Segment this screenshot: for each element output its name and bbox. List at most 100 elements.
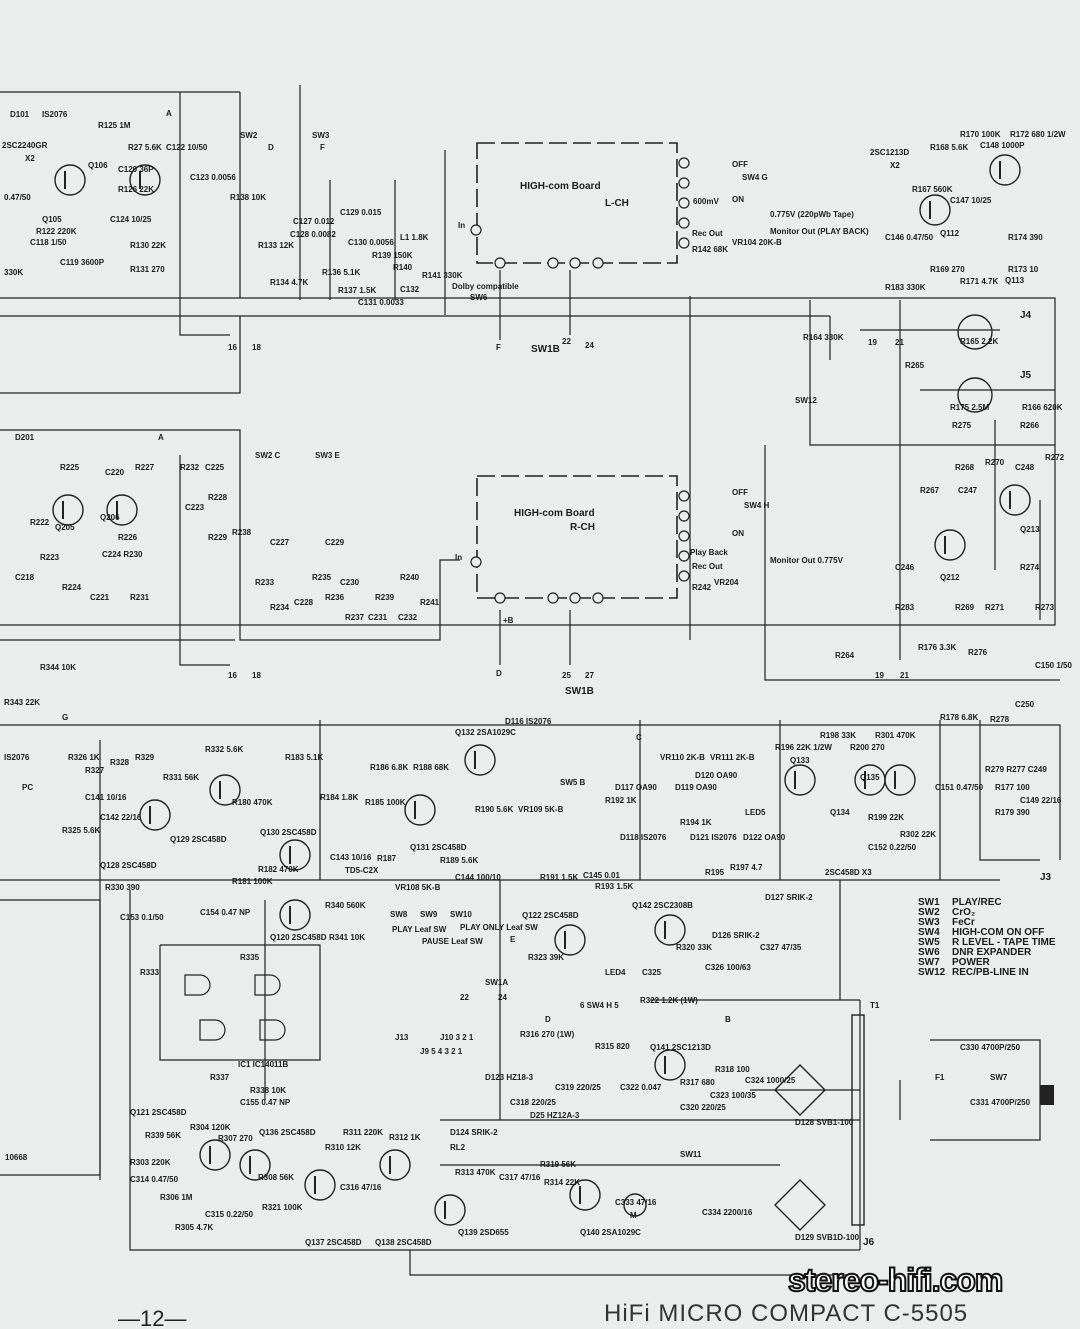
label-r316: R316 270 (1W): [520, 1030, 575, 1039]
label-r344: R344 10K: [40, 663, 76, 672]
label-r134: R134 4.7K: [270, 278, 308, 287]
label-r274: R274: [1020, 563, 1040, 572]
label-n24: 24: [585, 341, 594, 350]
label-d127: D127 SRIK-2: [765, 893, 813, 902]
label-c131: C131 0.0033: [358, 298, 404, 307]
wire: [179, 455, 230, 666]
transistor-symbol: [199, 1139, 231, 1171]
label-dolby: Dolby compatible: [452, 282, 519, 291]
transistor-symbol: [279, 839, 311, 871]
label-r319: R319 56K: [540, 1160, 576, 1169]
label-r330k: 330K: [4, 268, 23, 277]
label-sw3f: F: [320, 143, 325, 152]
label-r318: R318 100: [715, 1065, 750, 1074]
label-sw4h2: 6 SW4 H 5: [580, 1001, 619, 1010]
label-r200: R200 270: [850, 743, 885, 752]
label-r303: R303 220K: [130, 1158, 171, 1167]
label-td: D: [496, 669, 502, 678]
label-r198: R198 33K: [820, 731, 856, 740]
label-r125: R125 1M: [98, 121, 131, 130]
label-r167: R167 560K: [912, 185, 953, 194]
label-tg: G: [62, 713, 68, 722]
label-r234: R234: [270, 603, 290, 612]
label-r269: R269: [955, 603, 975, 612]
label-r169: R169 270: [930, 265, 965, 274]
board-pin: [678, 217, 690, 229]
label-q136: Q136 2SC458D: [259, 1128, 316, 1137]
label-c225: C225: [205, 463, 225, 472]
label-led5: LED5: [745, 808, 766, 817]
label-r197: R197 4.7: [730, 863, 763, 872]
label-r339: R339 56K: [145, 1131, 181, 1140]
label-r314: R314 22K: [544, 1178, 580, 1187]
transistor-symbol: [54, 164, 86, 196]
label-d124: D124 SRIK-2: [450, 1128, 498, 1137]
board-pin: [678, 237, 690, 249]
label-r267: R267: [920, 486, 940, 495]
label-r170: R170 100K: [960, 130, 1001, 139]
transistor-symbol: [934, 529, 966, 561]
label-r199: R199 22K: [868, 813, 904, 822]
label-d121: D121 IS2076: [690, 833, 737, 842]
label-c118: C118 1/50: [30, 238, 67, 247]
label-q134: Q134: [830, 808, 850, 817]
transistor-symbol: [52, 494, 84, 526]
label-sw1b_l: SW1B: [531, 344, 560, 355]
label-c145: C145 0.01: [583, 871, 620, 880]
label-r192: R192 1K: [605, 796, 637, 805]
label-q113: Q113: [1005, 276, 1025, 285]
label-c320: C320 220/25: [680, 1103, 726, 1112]
label-c223: C223: [185, 503, 205, 512]
board-pin: [678, 510, 690, 522]
label-c047: 0.47/50: [4, 193, 31, 202]
label-r312: R312 1K: [389, 1133, 421, 1142]
label-hcr_title: HIGH-com Board: [514, 508, 595, 519]
label-q206: Q206: [100, 513, 120, 522]
label-r276: R276: [968, 648, 988, 657]
label-sw10: SW10: [450, 910, 472, 919]
label-sw11: SW11: [680, 1150, 702, 1159]
label-t1: T1: [870, 1001, 880, 1010]
label-r226: R226: [118, 533, 138, 542]
label-r191: R191 1.5K: [540, 873, 578, 882]
label-r237: R237: [345, 613, 365, 622]
label-sw2t: SW2: [240, 131, 258, 140]
board-pin: [547, 592, 559, 604]
board-pin: [678, 177, 690, 189]
label-r140: R140: [393, 263, 413, 272]
transistor-symbol: [784, 764, 816, 796]
label-c148: C148 1000P: [980, 141, 1025, 150]
label-playonly: PLAY ONLY Leaf SW: [460, 923, 538, 932]
label-t2sc1213: 2SC1213D: [870, 148, 909, 157]
label-r138: R138 10K: [230, 193, 266, 202]
rectifier-bridge: [774, 1179, 826, 1231]
model-title: HiFi MICRO COMPACT C-5505: [604, 1300, 969, 1327]
label-playleaf: PLAY Leaf SW: [392, 925, 447, 934]
label-r175: R175 2.5M: [950, 403, 989, 412]
label-c149: C149 22/16: [1020, 796, 1062, 805]
board-pin: [569, 257, 581, 269]
label-pc: PC: [22, 783, 33, 792]
label-r231: R231: [130, 593, 150, 602]
label-r272: R272: [1045, 453, 1065, 462]
label-r302: R302 22K: [900, 830, 936, 839]
transistor-symbol: [989, 154, 1021, 186]
rectifier-bridge: [774, 1064, 826, 1116]
wire: [0, 429, 460, 641]
label-r268: R268: [955, 463, 975, 472]
label-n24b: 24: [498, 993, 507, 1002]
label-c246: C246: [895, 563, 915, 572]
label-r187: R187: [377, 854, 397, 863]
label-j10: J10 3 2 1: [440, 1033, 474, 1042]
label-d119: D119 OA90: [675, 783, 717, 792]
label-r238: R238: [232, 528, 252, 537]
label-recout_r: Rec Out: [692, 562, 723, 571]
label-n19b: 19: [875, 671, 884, 680]
din-jack: [957, 377, 993, 413]
label-r264: R264: [835, 651, 855, 660]
label-c316: C316 47/16: [340, 1183, 382, 1192]
